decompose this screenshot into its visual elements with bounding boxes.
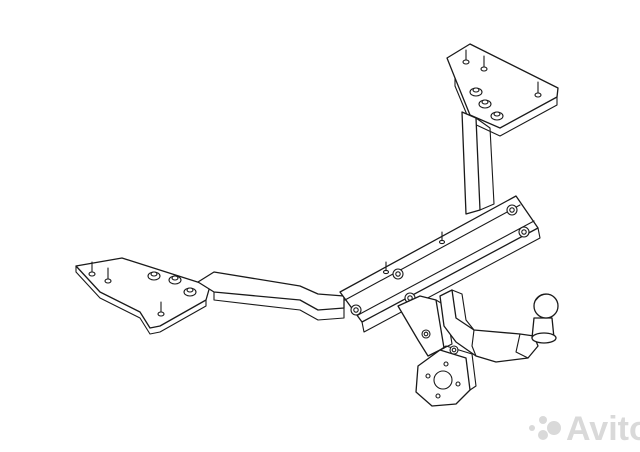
- plate-stud: [104, 267, 112, 284]
- beam-stud: [382, 261, 390, 275]
- socket-hole: [433, 370, 453, 390]
- avito-logo-dot: [547, 421, 561, 435]
- beam-bolt: [392, 268, 404, 280]
- tow-ball: [531, 293, 559, 344]
- plate-stud: [462, 49, 470, 65]
- tow-hook-neck: [439, 289, 539, 363]
- socket-screw-hole: [435, 393, 441, 399]
- plate-nut: [168, 275, 182, 285]
- bracket-bolt: [421, 329, 431, 339]
- plate-nut: [490, 111, 504, 121]
- socket-plate: [415, 345, 477, 407]
- plate-nut: [469, 87, 483, 97]
- left-arm: [197, 271, 345, 321]
- beam-bolt: [350, 304, 362, 316]
- plate-nut: [478, 99, 492, 109]
- plate-stud: [157, 301, 165, 317]
- avito-watermark: Avito: [529, 410, 640, 448]
- beam-bolt: [518, 226, 530, 238]
- beam-bolt: [506, 204, 518, 216]
- plate-nut: [147, 271, 161, 281]
- avito-logo-dot: [538, 430, 548, 440]
- beam-stud: [438, 231, 446, 245]
- avito-logo-dot: [529, 425, 535, 431]
- plate-stud: [480, 55, 488, 72]
- left-mounting-plate: [75, 257, 211, 335]
- plate-nut: [183, 287, 197, 297]
- right-strut: [461, 111, 495, 215]
- plate-stud: [534, 81, 542, 98]
- socket-screw-hole: [443, 361, 449, 367]
- avito-watermark-text: Avito: [566, 410, 640, 448]
- avito-logo-dot: [539, 416, 547, 424]
- cross-beam: [339, 195, 541, 333]
- socket-screw-hole: [425, 373, 431, 379]
- right-mounting-plate: [446, 43, 559, 137]
- plate-stud: [88, 261, 96, 277]
- socket-screw-hole: [455, 381, 461, 387]
- bracket-bolt: [449, 345, 459, 355]
